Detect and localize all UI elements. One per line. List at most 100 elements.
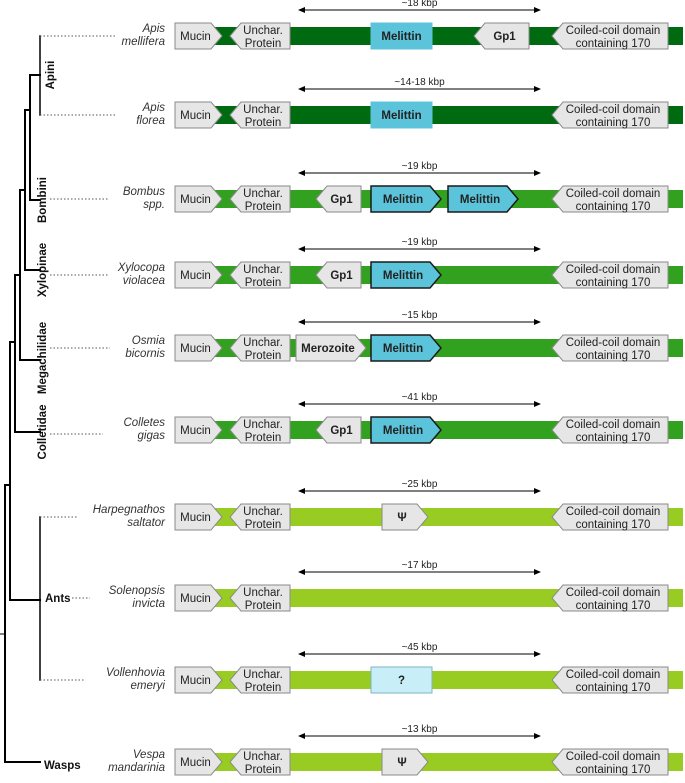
gene-shape bbox=[551, 185, 669, 213]
gene-shape bbox=[174, 503, 223, 531]
gene-arrow: Mucin bbox=[174, 101, 223, 129]
distance-label: ~18 kbp bbox=[402, 0, 438, 9]
gene-arrow: Unchar.Protein bbox=[229, 416, 291, 444]
gene-shape bbox=[551, 261, 669, 289]
gene-label: Unchar.Protein bbox=[243, 264, 283, 289]
gene-label: Mucin bbox=[180, 425, 211, 437]
gene-label: Unchar.Protein bbox=[243, 669, 283, 694]
gene-shape bbox=[551, 748, 669, 776]
gene-label: Mucin bbox=[180, 194, 211, 206]
gene-label: Ψ bbox=[397, 757, 406, 769]
gene-shape bbox=[174, 22, 223, 50]
gene-label: Mucin bbox=[180, 757, 211, 769]
gene-shape bbox=[551, 584, 669, 612]
gene-arrow: Unchar.Protein bbox=[229, 503, 291, 531]
gene-arrow: Melittin bbox=[370, 22, 433, 50]
gene-label: Mucin bbox=[180, 512, 211, 524]
gene-label: Ψ bbox=[397, 512, 406, 524]
gene-arrow: ? bbox=[370, 666, 433, 694]
gene-label: Gp1 bbox=[330, 194, 353, 206]
gene-shape bbox=[174, 416, 223, 444]
gene-label: Unchar.Protein bbox=[243, 337, 283, 362]
gene-label: Melittin bbox=[383, 270, 423, 282]
gene-label: Merozoite bbox=[301, 343, 355, 355]
gene-shape bbox=[381, 748, 429, 776]
gene-arrow: Melittin bbox=[370, 416, 442, 444]
arrow-head-left bbox=[298, 569, 305, 575]
gene-arrow: Gp1 bbox=[473, 22, 530, 50]
gene-shape bbox=[370, 261, 442, 289]
gene-shape bbox=[370, 22, 433, 50]
gene-label: Mucin bbox=[180, 110, 211, 122]
gene-label: Gp1 bbox=[493, 31, 516, 43]
gene-label: Unchar.Protein bbox=[243, 506, 283, 531]
gene-label: Melittin bbox=[381, 31, 421, 43]
gene-arrow: Mucin bbox=[174, 748, 223, 776]
gene-arrow: Mucin bbox=[174, 22, 223, 50]
gene-arrow: Unchar.Protein bbox=[229, 584, 291, 612]
arrow-head-left bbox=[298, 488, 305, 494]
gene-label: Unchar.Protein bbox=[243, 25, 283, 50]
gene-label: Mucin bbox=[180, 31, 211, 43]
gene-label: Unchar.Protein bbox=[243, 751, 283, 776]
gene-arrow: Melittin bbox=[370, 334, 442, 362]
gene-label: Melittin bbox=[460, 194, 500, 206]
gene-shape bbox=[551, 416, 669, 444]
phylogenetic-tree bbox=[0, 35, 115, 763]
arrow-head-left bbox=[298, 319, 305, 325]
gene-shape bbox=[229, 748, 291, 776]
gene-label: Unchar.Protein bbox=[243, 104, 283, 129]
clade-label-wasps: Wasps bbox=[44, 760, 81, 772]
gene-shape bbox=[551, 101, 669, 129]
gene-arrow: Melittin bbox=[370, 101, 433, 129]
arrow-head-left bbox=[298, 733, 305, 739]
gene-shape bbox=[370, 666, 433, 694]
gene-arrow: Unchar.Protein bbox=[229, 22, 291, 50]
gene-arrow: Mucin bbox=[174, 185, 223, 213]
arrow-head-right bbox=[534, 319, 541, 325]
gene-shape bbox=[315, 261, 362, 289]
gene-shape bbox=[370, 101, 433, 129]
arrow-head-right bbox=[534, 569, 541, 575]
clade-label-ants: Ants bbox=[45, 593, 71, 605]
gene-shape bbox=[229, 334, 291, 362]
arrow-head-right bbox=[534, 86, 541, 92]
arrow-head-left bbox=[298, 401, 305, 407]
distance-label: ~15 kbp bbox=[402, 310, 438, 321]
distance-label: ~45 kbp bbox=[402, 642, 438, 653]
gene-shape bbox=[174, 666, 223, 694]
gene-label: Mucin bbox=[180, 675, 211, 687]
gene-label: Mucin bbox=[180, 593, 211, 605]
gene-arrow: Mucin bbox=[174, 416, 223, 444]
gene-shape bbox=[229, 416, 291, 444]
gene-shape bbox=[174, 748, 223, 776]
clade-label-megachilidae: Megachilidae bbox=[37, 322, 49, 394]
clade-label-bombini: Bombini bbox=[37, 177, 49, 223]
gene-shape bbox=[229, 584, 291, 612]
arrow-head-left bbox=[298, 170, 305, 176]
gene-shape bbox=[174, 185, 223, 213]
distance-label: ~19 kbp bbox=[402, 161, 438, 172]
arrow-head-right bbox=[534, 246, 541, 252]
